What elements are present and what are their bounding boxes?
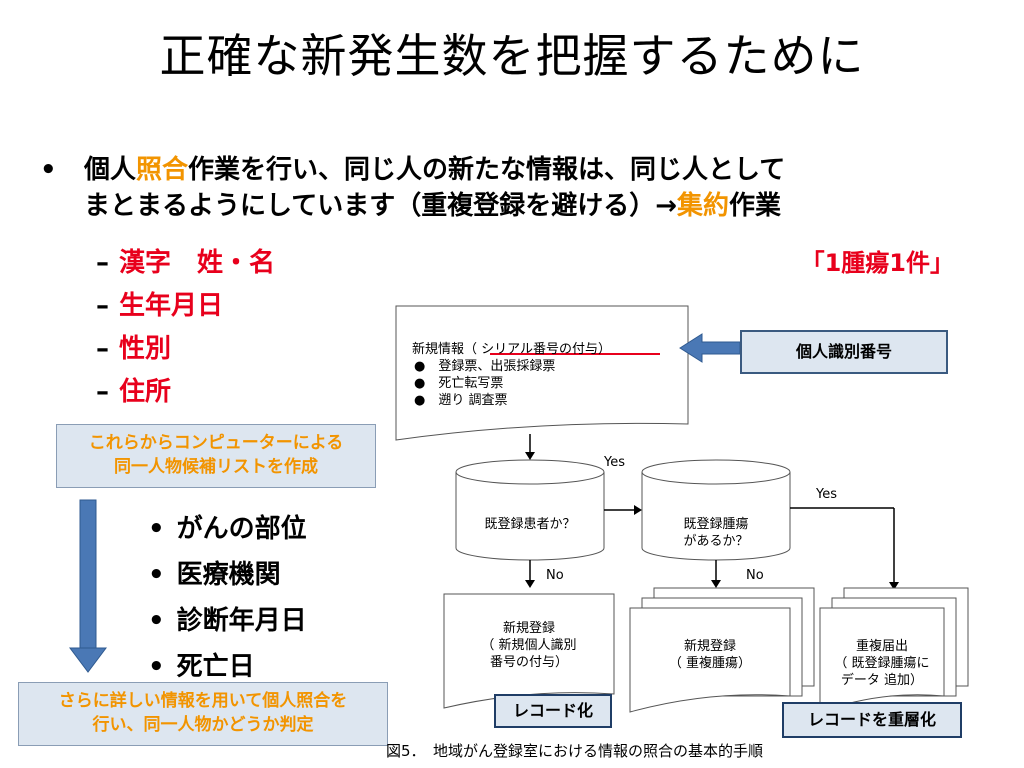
id-arrow	[679, 333, 741, 363]
db-tumor-shape	[641, 472, 791, 561]
no-label: No	[746, 568, 764, 583]
sub-item-name: –漢字 姓・名	[96, 248, 276, 278]
yes-label: Yes	[604, 455, 625, 470]
bullet-text: 作業を行い、同じ人の新たな情報は、同じ人として	[188, 155, 786, 185]
secondary-item-death-date: •死亡日	[148, 652, 255, 682]
secondary-item-site: •がんの部位	[148, 514, 307, 544]
db-tumor-label: 既登録腫瘍 があるか？	[683, 517, 749, 549]
bullet-text: 個人	[84, 155, 137, 185]
highlight-collation: 照合	[136, 155, 189, 185]
bullet-text: まとまるようにしています（重複登録を避ける）→	[84, 191, 678, 221]
new-info-item: ● 遡り 調査票	[414, 393, 508, 408]
bullet-text: 作業	[729, 191, 782, 221]
doc-duplicate-tumor	[629, 607, 791, 713]
down-arrow	[69, 499, 107, 673]
no-label: No	[546, 568, 564, 583]
sub-item-sex: –性別	[96, 334, 172, 364]
highlight-aggregation: 集約	[677, 191, 730, 221]
note-detailed-collation: さらに詳しい情報を用いて個人照合を 行い、同一人物かどうか判定	[18, 682, 388, 746]
yes-label: Yes	[816, 487, 837, 502]
one-tumor-label: 「1腫瘍1件」	[800, 249, 954, 277]
new-info-item: ● 死亡転写票	[414, 376, 504, 391]
doc-new-registration-text: 新規登録 （ 新規個人識別 番号の付与）	[481, 621, 577, 670]
new-info-title: 新規情報（ シリアル番号の付与）	[412, 342, 612, 357]
personal-id-box: 個人識別番号	[740, 330, 948, 374]
note-candidate-list: これらからコンピューターによる 同一人物候補リストを作成	[56, 424, 376, 488]
figure-caption: 図5． 地域がん登録室における情報の照合の基本的手順	[386, 742, 764, 760]
sub-item-address: –住所	[96, 377, 172, 407]
secondary-item-diagnosis-date: •診断年月日	[148, 606, 307, 636]
db-patient-label: 既登録患者か？	[484, 517, 576, 532]
db-patient-shape	[455, 472, 605, 561]
record-layer-label: レコードを重層化	[782, 702, 962, 738]
new-info-item: ● 登録票、出張採録票	[414, 359, 556, 374]
sub-item-birthdate: –生年月日	[96, 291, 224, 321]
page-title: 正確な新発生数を把握するために	[159, 29, 865, 83]
new-info-shape	[395, 305, 689, 441]
record-label: レコード化	[494, 694, 612, 728]
doc-duplicate-tumor-text: 新規登録 （ 重複腫瘍）	[668, 639, 752, 671]
doc-duplicate-report-text: 重複届出 （ 既登録腫瘍に データ 追加）	[834, 639, 930, 688]
secondary-item-institution: •医療機関	[148, 560, 281, 590]
